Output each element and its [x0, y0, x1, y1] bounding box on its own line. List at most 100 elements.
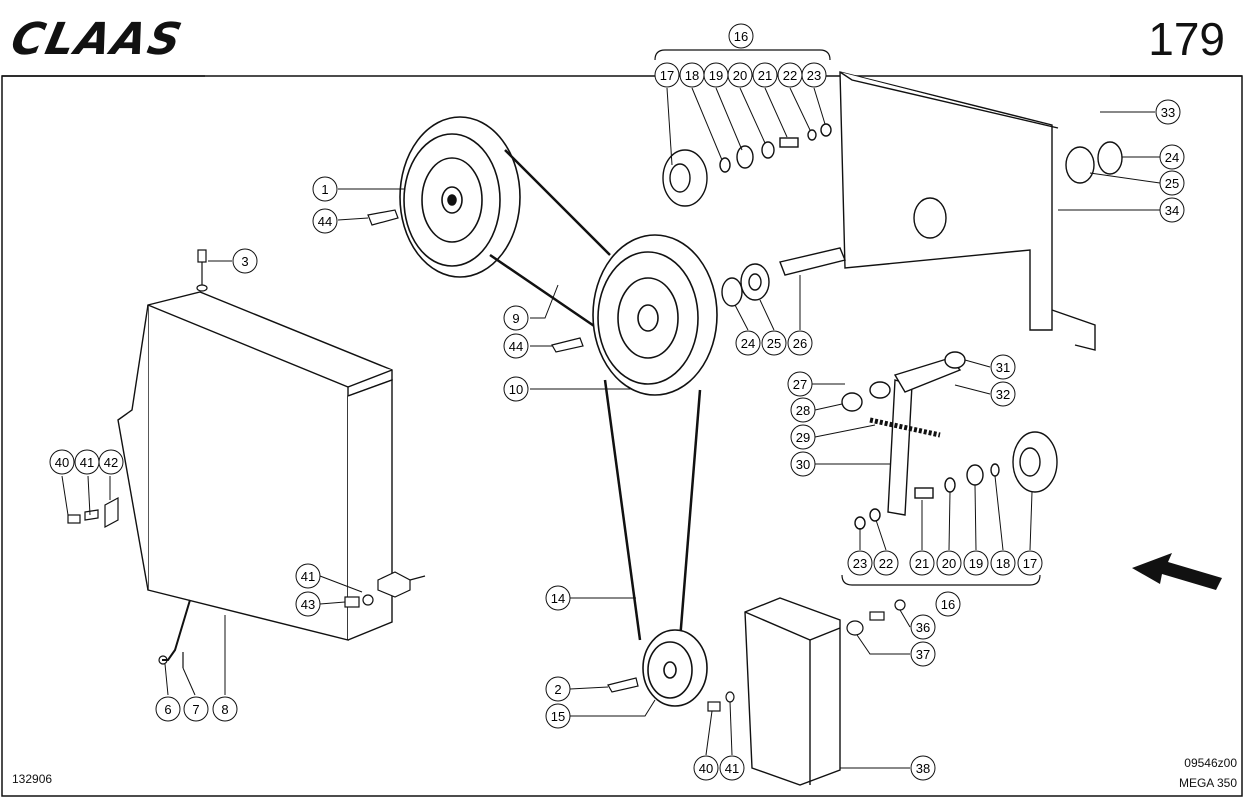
callout-9: 9 [503, 305, 529, 331]
model-name: MEGA 350 [1178, 776, 1237, 790]
drive-pulley [592, 234, 718, 396]
callout-21: 21 [909, 550, 935, 576]
callout-10: 10 [503, 376, 529, 402]
callout-25: 25 [1159, 170, 1185, 196]
callout-44: 44 [503, 333, 529, 359]
callout-41: 41 [719, 755, 745, 781]
svg-text:16: 16 [734, 29, 748, 44]
callout-8: 8 [212, 696, 238, 722]
svg-text:23: 23 [807, 68, 821, 83]
callout-2: 2 [545, 676, 571, 702]
svg-text:41: 41 [301, 569, 315, 584]
callout-16: 16 [728, 23, 754, 49]
svg-text:27: 27 [793, 377, 807, 392]
callout-24: 24 [1159, 144, 1185, 170]
svg-text:43: 43 [301, 597, 315, 612]
svg-text:15: 15 [551, 709, 565, 724]
callout-19: 19 [703, 62, 729, 88]
callout-22: 22 [873, 550, 899, 576]
callout-38: 38 [910, 755, 936, 781]
belt-guard-cover [117, 291, 393, 641]
svg-text:18: 18 [685, 68, 699, 83]
support-frame [839, 71, 1096, 351]
callout-3: 3 [232, 248, 258, 274]
keys [367, 209, 639, 693]
callout-23: 23 [847, 550, 873, 576]
svg-text:37: 37 [916, 647, 930, 662]
leader-lines [61, 87, 1161, 769]
callout-33: 33 [1155, 99, 1181, 125]
svg-text:18: 18 [996, 556, 1010, 571]
svg-text:3: 3 [241, 254, 248, 269]
brand-logo: CLAAS [6, 14, 188, 65]
svg-text:38: 38 [916, 761, 930, 776]
callout-44: 44 [312, 208, 338, 234]
svg-text:42: 42 [104, 455, 118, 470]
drawing-number: 09546z00 [1184, 756, 1237, 770]
callout-43: 43 [295, 591, 321, 617]
svg-text:28: 28 [796, 403, 810, 418]
callouts: 1 44 3 9 44 10 14 2 15 40 41 42 41 43 6 … [49, 23, 1185, 781]
svg-text:16: 16 [941, 597, 955, 612]
mounting-bracket-left [67, 496, 119, 529]
callout-20: 20 [936, 550, 962, 576]
svg-text:30: 30 [796, 457, 810, 472]
latch-rod [162, 599, 191, 661]
callout-32: 32 [990, 381, 1016, 407]
svg-text:14: 14 [551, 591, 565, 606]
svg-text:19: 19 [969, 556, 983, 571]
callout-36: 36 [910, 614, 936, 640]
callout-37: 37 [910, 641, 936, 667]
callout-20: 20 [727, 62, 753, 88]
svg-text:41: 41 [725, 761, 739, 776]
svg-text:25: 25 [767, 336, 781, 351]
idler-assembly-bottom [854, 431, 1058, 530]
callout-18: 18 [990, 550, 1016, 576]
callout-22: 22 [777, 62, 803, 88]
callout-26: 26 [787, 330, 813, 356]
page-number: 179 [1148, 13, 1225, 65]
svg-text:23: 23 [853, 556, 867, 571]
callout-7: 7 [183, 696, 209, 722]
direction-arrow [1132, 553, 1222, 590]
svg-text:17: 17 [660, 68, 674, 83]
callout-17: 17 [1017, 550, 1043, 576]
svg-text:41: 41 [80, 455, 94, 470]
callout-40: 40 [49, 449, 75, 475]
svg-text:20: 20 [733, 68, 747, 83]
callout-6: 6 [155, 696, 181, 722]
svg-text:1: 1 [321, 182, 328, 197]
callout-24: 24 [735, 330, 761, 356]
svg-text:25: 25 [1165, 176, 1179, 191]
callout-23: 23 [801, 62, 827, 88]
callout-1: 1 [312, 176, 338, 202]
svg-text:22: 22 [879, 556, 893, 571]
callout-30: 30 [790, 451, 816, 477]
svg-text:40: 40 [55, 455, 69, 470]
callout-17: 17 [654, 62, 680, 88]
callout-28: 28 [790, 397, 816, 423]
svg-text:24: 24 [1165, 150, 1179, 165]
svg-text:7: 7 [192, 702, 199, 717]
shaft [779, 247, 846, 276]
svg-text:17: 17 [1023, 556, 1037, 571]
footer-code: 132906 [12, 772, 53, 786]
mounting-bracket-right [344, 571, 426, 608]
callout-25: 25 [761, 330, 787, 356]
tension-arm [841, 351, 966, 516]
callout-15: 15 [545, 703, 571, 729]
callout-42: 42 [98, 449, 124, 475]
callout-19: 19 [963, 550, 989, 576]
group-brace-top [654, 49, 831, 61]
page-border [1, 75, 1243, 797]
callout-16: 16 [935, 591, 961, 617]
svg-text:31: 31 [996, 360, 1010, 375]
callout-31: 31 [990, 354, 1016, 380]
svg-text:19: 19 [709, 68, 723, 83]
svg-text:21: 21 [758, 68, 772, 83]
svg-text:6: 6 [164, 702, 171, 717]
svg-text:21: 21 [915, 556, 929, 571]
callout-29: 29 [790, 424, 816, 450]
callout-34: 34 [1159, 197, 1185, 223]
